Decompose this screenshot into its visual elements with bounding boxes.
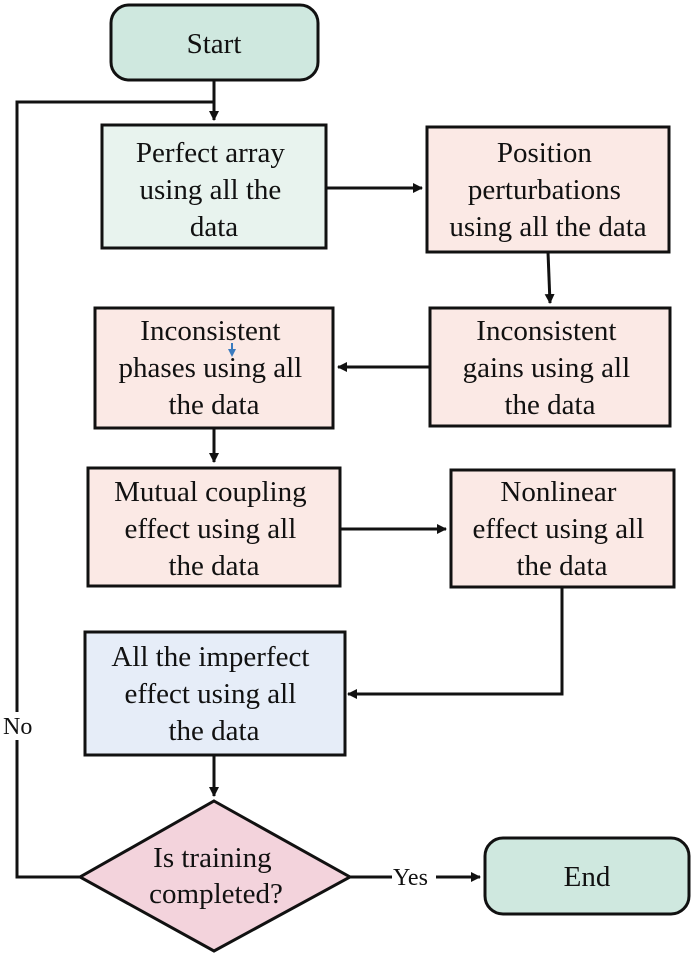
edge-decision-loop-back <box>15 100 214 879</box>
node-gains-line: Inconsistent <box>476 315 616 347</box>
node-start-line: Start <box>187 28 242 60</box>
edge-position-to-gains <box>544 251 555 304</box>
node-gains-line: the data <box>505 389 596 421</box>
node-position-line: Position <box>497 137 593 169</box>
node-position-line: using all the data <box>449 211 646 243</box>
node-all-imperfect: All the imperfect effect using all the d… <box>83 630 347 757</box>
node-phases-line: Inconsistent <box>140 315 280 347</box>
node-nonlinear-line: Nonlinear <box>500 476 616 508</box>
no-label-bg <box>1 712 39 740</box>
node-perfect-line: using all the <box>139 174 281 206</box>
node-end-line: End <box>564 861 611 893</box>
node-inconsistent-phases: Inconsistent phases using all the data <box>93 306 335 430</box>
node-decision: Is training completed? <box>76 799 354 953</box>
node-all-line: All the imperfect <box>111 641 309 673</box>
node-start: Start <box>109 3 320 82</box>
node-phases-text: Inconsistent phases using all the data <box>119 315 310 421</box>
end-terminal <box>483 836 691 916</box>
node-gains-line: gains using all <box>463 352 631 384</box>
no-label: No <box>3 714 32 740</box>
node-gains-text: Inconsistent gains using all the data <box>463 315 638 421</box>
node-all-line: effect using all <box>124 678 296 710</box>
node-perfect-text: Perfect array using all the data <box>136 137 292 243</box>
node-mutual-line: effect using all <box>124 513 296 545</box>
perfect-array-box <box>100 123 328 250</box>
position-perturbations-box <box>425 125 671 254</box>
node-mutual-line: Mutual coupling <box>114 476 307 508</box>
node-mutual-text: Mutual coupling effect using all the dat… <box>114 476 314 582</box>
node-nonlinear-text: Nonlinear effect using all the data <box>472 476 651 582</box>
node-decision-line: Is training <box>153 842 271 874</box>
node-position-line: perturbations <box>468 174 621 206</box>
node-end: End <box>483 836 691 916</box>
node-nonlinear-effect: Nonlinear effect using all the data <box>449 468 676 589</box>
inconsistent-gains-box <box>428 306 672 428</box>
node-mutual-coupling: Mutual coupling effect using all the dat… <box>86 466 342 588</box>
node-nonlinear-line: the data <box>517 550 608 582</box>
arrow-cursor-icon <box>228 343 236 357</box>
mutual-coupling-box <box>86 466 342 588</box>
node-position-text: Position perturbations using all the dat… <box>449 137 646 243</box>
node-perfect-array: Perfect array using all the data <box>100 123 328 250</box>
node-perfect-line: Perfect array <box>136 137 285 169</box>
node-all-line: the data <box>169 715 260 747</box>
node-end-text: End <box>564 861 611 893</box>
decision-diamond <box>76 799 354 953</box>
node-perfect-line: data <box>190 211 238 243</box>
node-inconsistent-gains: Inconsistent gains using all the data <box>428 306 672 428</box>
node-position-perturbations: Position perturbations using all the dat… <box>425 125 671 254</box>
edge-nonlinear-to-all <box>347 587 564 699</box>
node-decision-line: completed? <box>149 878 283 910</box>
all-imperfect-box <box>83 630 347 757</box>
node-phases-line: the data <box>169 389 260 421</box>
nonlinear-effect-box <box>449 468 676 589</box>
start-terminal <box>109 3 320 82</box>
yes-label-bg <box>392 862 436 890</box>
yes-label: Yes <box>393 865 428 891</box>
inconsistent-phases-box <box>93 306 335 430</box>
node-start-text: Start <box>187 28 242 60</box>
node-mutual-line: the data <box>169 550 260 582</box>
node-phases-line: phases using all <box>119 352 303 384</box>
node-decision-text: Is training completed? <box>149 842 283 910</box>
node-all-text: All the imperfect effect using all the d… <box>111 641 316 747</box>
node-nonlinear-line: effect using all <box>472 513 644 545</box>
